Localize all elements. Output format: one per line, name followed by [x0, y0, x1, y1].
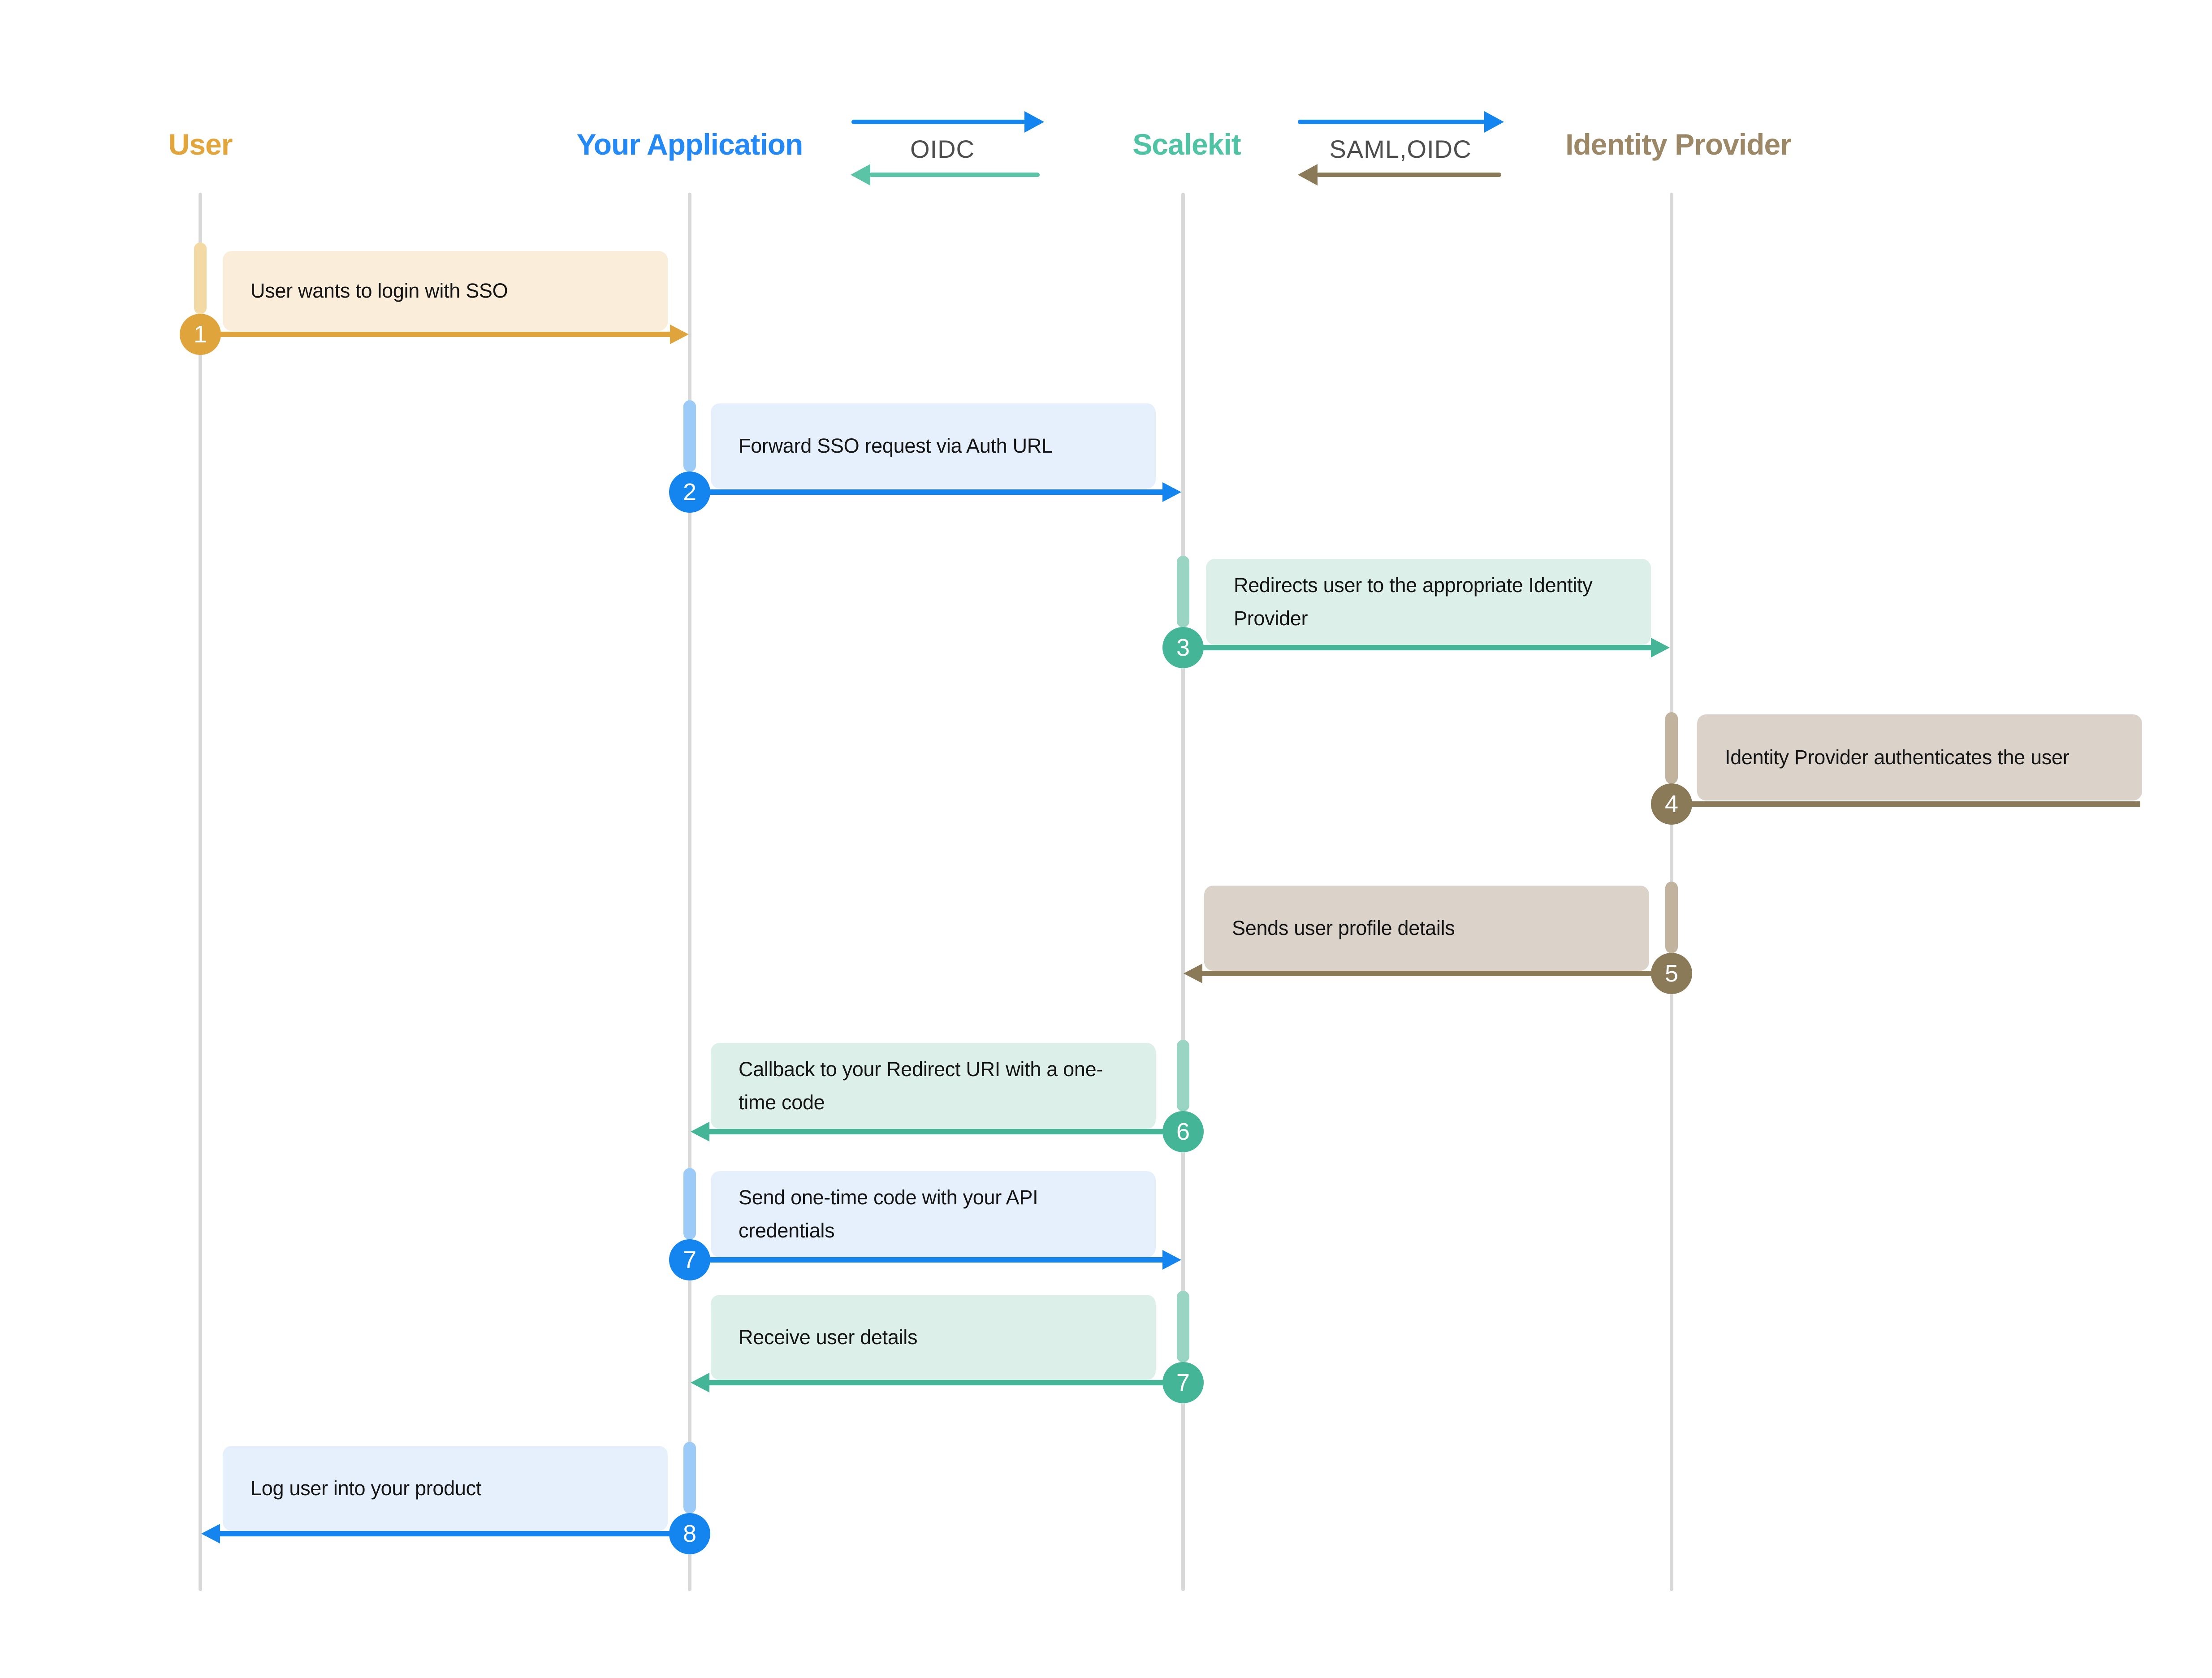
step-4-message-box: Identity Provider authenticates the user — [1697, 714, 2142, 800]
step-1-message: User wants to login with SSO — [251, 279, 508, 302]
step-4-line — [1672, 801, 2140, 807]
step-number: 7 — [1176, 1369, 1190, 1396]
protocol-label-oidc: OIDC — [910, 135, 975, 163]
step-2-message-box: Forward SSO request via Auth URL — [711, 403, 1156, 489]
arrow-left-icon — [201, 1524, 220, 1544]
step-6-message: Callback to your Redirect URI with a one… — [739, 1058, 1103, 1114]
activation-bar — [1665, 712, 1678, 784]
actor-label-scalekit: Scalekit — [1132, 128, 1241, 161]
step-8-number-badge: 8 — [669, 1513, 710, 1554]
step-7-arrow — [690, 1257, 1163, 1263]
activation-bar — [1177, 556, 1189, 627]
step-8-arrow — [220, 1531, 690, 1536]
step-8-message-box: Log user into your product — [223, 1446, 668, 1531]
protocol-oidc-forward-arrow — [851, 120, 1026, 124]
arrow-left-icon — [1184, 964, 1202, 983]
step-1-number-badge: 1 — [180, 314, 221, 355]
step-number: 6 — [1176, 1118, 1190, 1145]
step-number: 8 — [683, 1520, 697, 1547]
arrow-right-icon — [1162, 482, 1181, 502]
step-5-message-box: Sends user profile details — [1204, 886, 1649, 971]
step-5-message: Sends user profile details — [1232, 917, 1455, 939]
step-6-message-box: Callback to your Redirect URI with a one… — [711, 1043, 1156, 1129]
arrow-left-icon — [691, 1373, 709, 1393]
step-4-number-badge: 4 — [1651, 783, 1692, 825]
step-number: 5 — [1664, 960, 1679, 987]
actor-label-user: User — [168, 128, 233, 161]
step-3-arrow — [1183, 645, 1652, 650]
arrow-right-icon — [1651, 638, 1670, 657]
step-6-arrow — [709, 1129, 1183, 1134]
step-5-arrow — [1202, 971, 1672, 976]
step-2-number-badge: 2 — [669, 471, 710, 513]
activation-bar — [683, 400, 696, 472]
actor-label-identity-provider: Identity Provider — [1565, 128, 1792, 161]
step-8-message: Log user into your product — [251, 1477, 482, 1500]
step-number: 1 — [193, 321, 207, 348]
arrow-right-icon — [1024, 111, 1044, 133]
arrow-right-icon — [670, 324, 689, 344]
protocol-label-saml-oidc: SAML,OIDC — [1329, 135, 1472, 163]
activation-bar — [1665, 882, 1678, 953]
step-number: 7 — [683, 1246, 697, 1273]
actor-label-your-application: Your Application — [576, 128, 804, 161]
protocol-oidc-return-arrow — [869, 173, 1040, 177]
step-1-message-box: User wants to login with SSO — [223, 251, 668, 331]
arrow-right-icon — [1162, 1250, 1181, 1270]
step-number: 2 — [683, 479, 697, 506]
step-number: 4 — [1664, 791, 1679, 817]
step-7b-arrow — [709, 1380, 1183, 1385]
activation-bar — [683, 1168, 696, 1240]
step-7-number-badge: 7 — [669, 1239, 710, 1280]
protocol-saml-forward-arrow — [1298, 120, 1486, 124]
step-3-message-box: Redirects user to the appropriate Identi… — [1206, 559, 1651, 645]
step-1-arrow — [200, 332, 670, 337]
step-2-message: Forward SSO request via Auth URL — [739, 434, 1053, 457]
step-7b-message-box: Receive user details — [711, 1295, 1156, 1380]
lifeline-scalekit — [1181, 193, 1185, 1591]
step-5-number-badge: 5 — [1651, 953, 1692, 994]
step-7b-number-badge: 7 — [1162, 1362, 1204, 1403]
lifeline-your-application — [688, 193, 691, 1591]
arrow-left-icon — [691, 1122, 709, 1142]
arrow-left-icon — [1298, 164, 1318, 186]
step-3-number-badge: 3 — [1162, 627, 1204, 668]
arrow-right-icon — [1484, 111, 1504, 133]
activation-bar — [194, 242, 207, 314]
activation-bar — [1177, 1040, 1189, 1111]
step-7-message: Send one-time code with your API credent… — [739, 1186, 1038, 1242]
step-7b-message: Receive user details — [739, 1326, 918, 1349]
step-7-message-box: Send one-time code with your API credent… — [711, 1171, 1156, 1257]
lifeline-user — [199, 193, 202, 1591]
step-4-message: Identity Provider authenticates the user — [1725, 746, 2069, 769]
step-6-number-badge: 6 — [1162, 1111, 1204, 1152]
arrow-left-icon — [851, 164, 870, 186]
step-3-message: Redirects user to the appropriate Identi… — [1234, 574, 1593, 630]
activation-bar — [683, 1442, 696, 1514]
step-2-arrow — [690, 489, 1163, 495]
protocol-saml-return-arrow — [1317, 173, 1501, 177]
activation-bar — [1177, 1291, 1189, 1362]
step-number: 3 — [1176, 634, 1190, 661]
